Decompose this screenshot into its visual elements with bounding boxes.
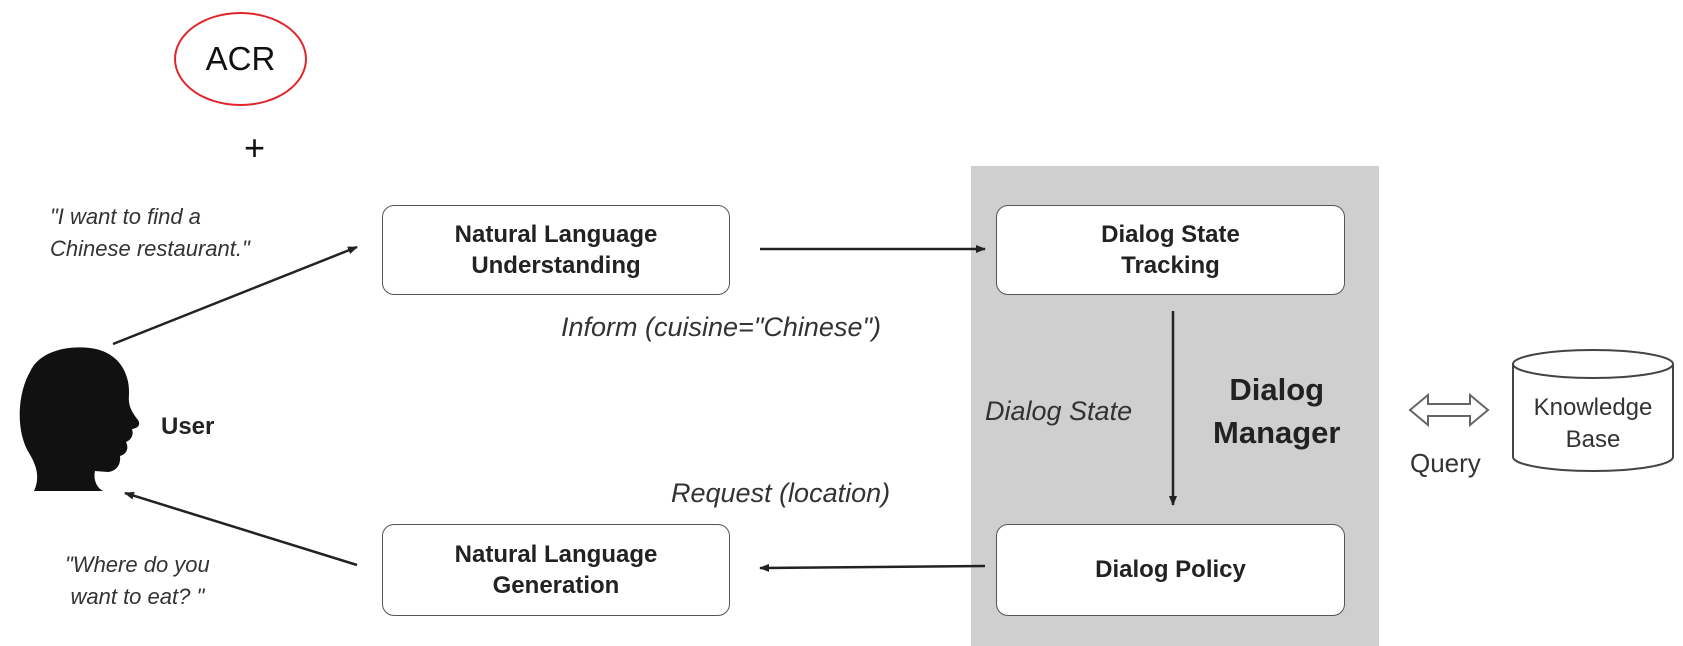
manager-line1: Dialog [1229,372,1325,407]
plus-sign: + [244,127,266,168]
kb-line1: Knowledge [1533,394,1653,421]
knowledge-base-database-icon [1512,349,1674,472]
dialog-state-flow-label: Dialog State [985,396,1133,426]
nlg-module-box: Natural Language Generation [382,524,730,616]
system-reply-line2: want to eat? " [70,583,205,609]
inform-flow-label: Inform (cuisine="Chinese") [561,312,882,342]
arrow-user-to-nlu [112,245,358,346]
kb-line2: Base [1565,426,1621,454]
user-utterance: "I want to find a Chinese restaurant." [50,201,250,265]
user-label: User [161,413,215,440]
policy-line1: Dialog Policy [1095,556,1246,584]
dst-line1: Dialog State [1101,220,1240,248]
nlg-line2: Generation [492,572,620,599]
user-utterance-line2: Chinese restaurant." [50,235,250,261]
arrow-policy-to-nlg [759,563,986,572]
nlu-line1: Natural Language [454,220,658,248]
acr-annotation-oval: ACR [174,12,307,106]
nlg-line1: Natural Language [454,540,658,568]
user-head-icon [19,347,140,491]
dialog-policy-module-box: Dialog Policy [996,524,1345,616]
query-double-arrow-icon [1408,392,1490,428]
dialog-manager-label: Dialog Manager [1213,368,1340,455]
user-utterance-line1: "I want to find a [50,204,201,229]
nlu-line2: Understanding [471,252,641,279]
query-label: Query [1410,448,1481,478]
acr-label: ACR [205,40,276,77]
arrow-nlg-to-user [124,491,358,567]
dst-module-box: Dialog State Tracking [996,205,1345,295]
nlu-module-box: Natural Language Understanding [382,205,730,295]
request-flow-label: Request (location) [671,478,891,508]
system-reply: "Where do you want to eat? " [65,549,210,613]
dst-line2: Tracking [1121,252,1220,279]
manager-line2: Manager [1213,415,1341,451]
knowledge-base-label: Knowledge Base [1513,392,1673,457]
system-reply-line1: "Where do you [65,552,210,577]
